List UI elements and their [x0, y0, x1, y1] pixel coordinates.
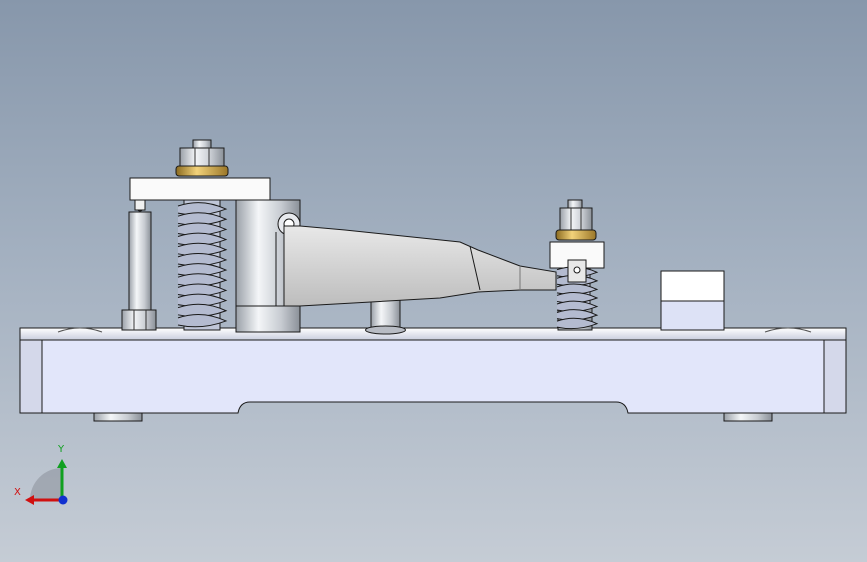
- y-axis-arrowhead: [57, 459, 67, 468]
- z-axis-dot: [58, 495, 68, 505]
- spring-coil: [177, 313, 228, 328]
- lever-arm[interactable]: [283, 225, 557, 307]
- washer-left[interactable]: [175, 165, 229, 177]
- hex-nut-left[interactable]: [179, 147, 225, 167]
- stop-block[interactable]: [660, 270, 725, 331]
- set-screw-right[interactable]: [567, 259, 587, 283]
- locator-pin-center[interactable]: [365, 299, 406, 335]
- coil-spring-left[interactable]: [177, 202, 228, 328]
- x-axis-arrowhead: [25, 495, 34, 505]
- washer-right[interactable]: [555, 229, 597, 241]
- coordinate-triad: [25, 459, 68, 505]
- base-plate[interactable]: [19, 327, 847, 414]
- spring-coil: [556, 317, 599, 330]
- support-pin[interactable]: [121, 204, 157, 331]
- triad-plane-shading: [30, 468, 62, 500]
- triad-x-label: X: [14, 487, 21, 498]
- hex-nut-right[interactable]: [559, 207, 593, 231]
- triad-y-label: Y: [58, 444, 65, 455]
